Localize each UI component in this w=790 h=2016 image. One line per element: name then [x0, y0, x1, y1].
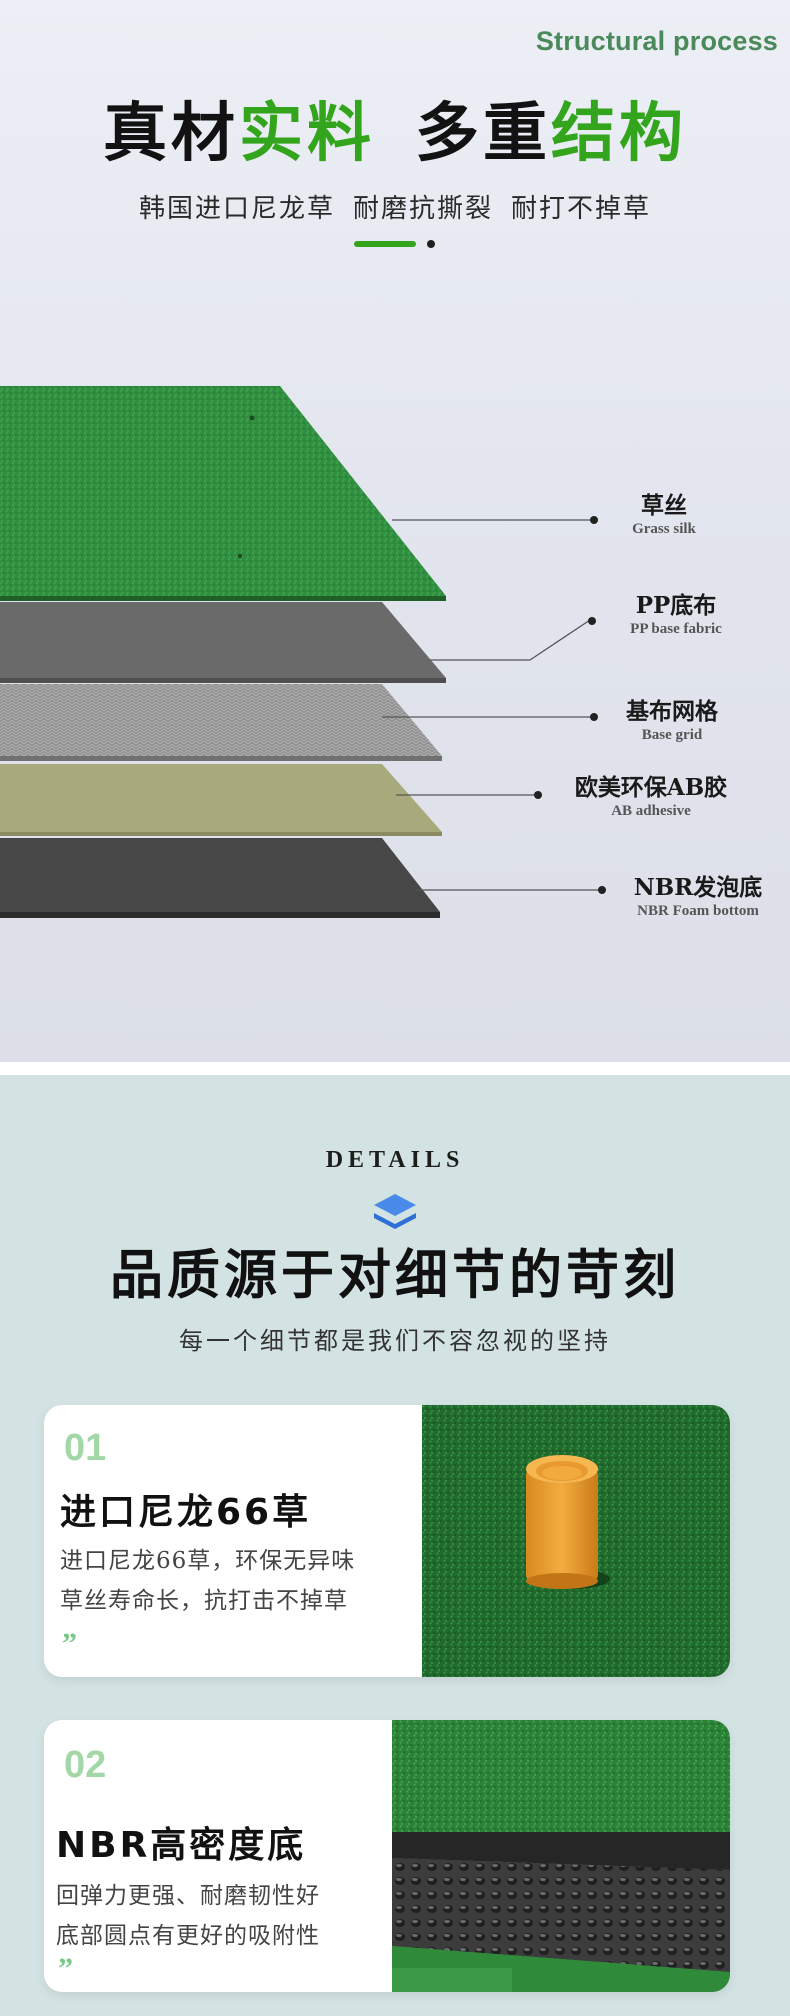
- quote-mark: ”: [58, 1952, 73, 1985]
- card-desc-line-2: 底部圆点有更好的吸附性: [56, 1923, 320, 1949]
- feature-3: 耐打不掉草: [511, 194, 652, 224]
- mat-underside-photo: [392, 1720, 730, 1992]
- label-base-grid: 基布网格 Base grid: [626, 698, 718, 743]
- layer-grass-silk: [0, 386, 446, 596]
- label-ab-adhesive: 欧美环保AB胶 AB adhesive: [574, 774, 728, 819]
- layer-base-grid: [0, 684, 442, 756]
- main-title: 真材实料多重结构: [0, 94, 790, 174]
- title-part-3: 多重: [415, 97, 551, 171]
- accent-dot: [427, 240, 435, 248]
- details-section: DETAILS 品质源于对细节的苛刻 每一个细节都是我们不容忽视的坚持 01 进…: [0, 1075, 790, 2016]
- details-title: 品质源于对细节的苛刻: [110, 1245, 680, 1306]
- layer-nbr-foam: [0, 838, 440, 912]
- card-title: NBR高密度底: [56, 1825, 307, 1866]
- layer-ab-adhesive: [0, 764, 442, 832]
- title-part-2: 实料: [239, 97, 375, 171]
- label-pp-fabric: PP底布 PP base fabric: [630, 592, 722, 637]
- feature-2: 耐磨抗撕裂: [352, 194, 493, 224]
- golf-tee-photo: [422, 1405, 730, 1677]
- feature-subtitle: 韩国进口尼龙草耐磨抗撕裂耐打不掉草: [0, 188, 790, 225]
- quote-mark: ”: [62, 1627, 77, 1660]
- layer-pp-fabric: [0, 602, 446, 678]
- feature-1: 韩国进口尼龙草: [138, 194, 335, 224]
- accent-bar: [354, 241, 416, 247]
- title-part-1: 真材: [103, 97, 239, 171]
- label-nbr-foam: NBR发泡底 NBR Foam bottom: [633, 874, 763, 919]
- layer-diagram: [0, 386, 606, 918]
- card-number: 01: [64, 1427, 107, 1469]
- double-chevron-up-icon: [374, 1194, 416, 1229]
- details-subtitle: 每一个细节都是我们不容忽视的坚持: [179, 1327, 611, 1355]
- section-english-title: Structural process: [535, 26, 778, 56]
- label-grass-silk: 草丝 Grass silk: [632, 492, 696, 537]
- card-desc-line-1: 进口尼龙66草，环保无异味: [60, 1548, 356, 1574]
- details-label: DETAILS: [325, 1147, 465, 1173]
- card-desc-line-2: 草丝寿命长，抗打击不掉草: [60, 1588, 348, 1614]
- detail-card-nylon-grass: 01 进口尼龙66草 进口尼龙66草，环保无异味 草丝寿命长，抗打击不掉草 ”: [44, 1405, 730, 1677]
- structure-section: Structural process 真材实料多重结构 韩国进口尼龙草耐磨抗撕裂…: [0, 0, 790, 1062]
- card-title: 进口尼龙66草: [60, 1492, 312, 1533]
- card-desc-line-1: 回弹力更强、耐磨韧性好: [56, 1883, 320, 1909]
- title-part-4: 结构: [551, 97, 687, 171]
- detail-card-nbr-base: 02 NBR高密度底 回弹力更强、耐磨韧性好 底部圆点有更好的吸附性 ”: [44, 1720, 730, 1992]
- card-number: 02: [64, 1744, 107, 1786]
